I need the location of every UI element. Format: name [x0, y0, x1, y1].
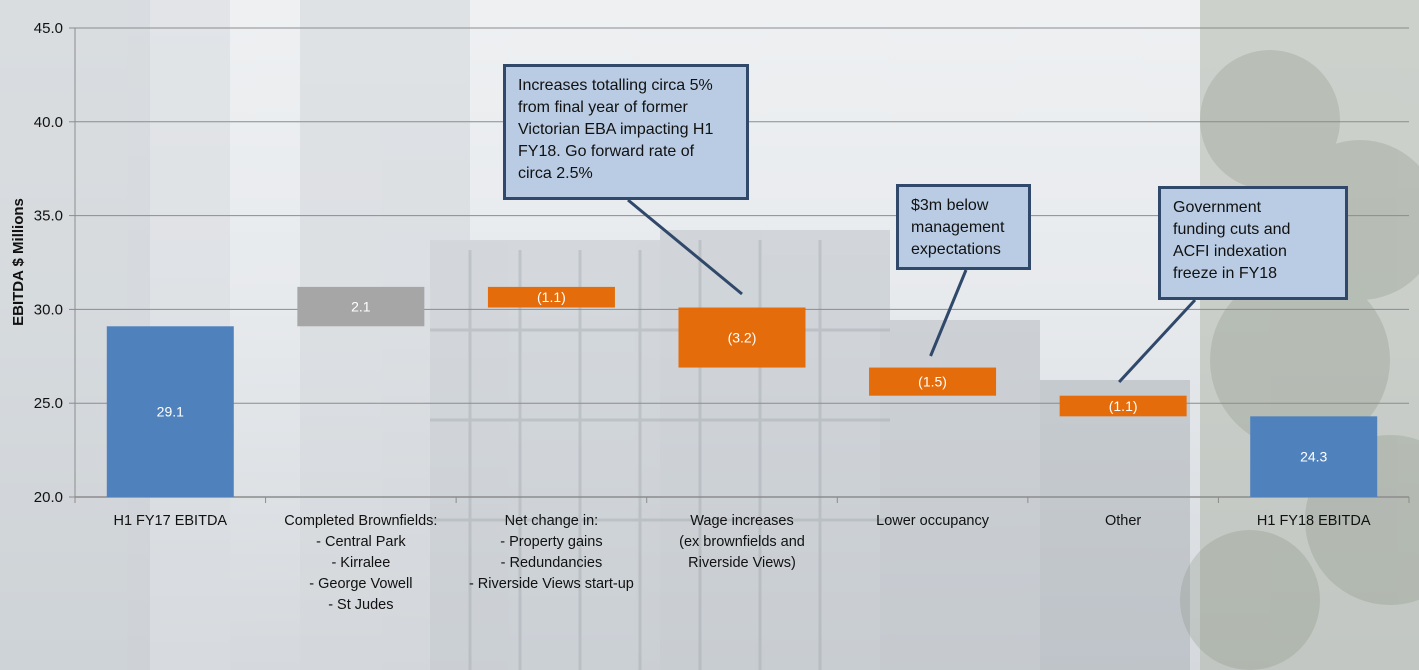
- y-tick-label: 20.0: [34, 489, 63, 506]
- x-category-label: Lower occupancy: [876, 513, 990, 529]
- callout-text-line: Government: [1173, 199, 1262, 216]
- callout-leader-line: [1118, 298, 1197, 384]
- x-category-label: - St Judes: [328, 597, 393, 613]
- x-category-label: Completed Brownfields:: [284, 513, 437, 529]
- bar-value-label: 24.3: [1300, 449, 1327, 465]
- bar-1: [106, 326, 234, 497]
- bars: 29.1 2.1 (1.1) (3.2) (1.5) (1.1) 24.3: [106, 286, 1378, 497]
- callout-box-1: Increases totalling circa 5% from final y…: [503, 64, 749, 200]
- x-category-label: - Property gains: [500, 534, 602, 550]
- bar-value-label: 2.1: [351, 299, 371, 315]
- bar-value-label: (1.1): [537, 289, 566, 305]
- y-tick-label: 45.0: [34, 20, 63, 37]
- callout-text-line: ACFI indexation: [1173, 243, 1287, 260]
- x-category-label: - George Vowell: [309, 576, 412, 592]
- y-tick-label: 25.0: [34, 395, 63, 412]
- x-category-label: H1 FY18 EBITDA: [1257, 513, 1371, 529]
- x-category-label: Riverside Views): [688, 555, 796, 571]
- callout-leader-line: [929, 269, 968, 357]
- callout-text-line: management: [911, 219, 1005, 236]
- callout-text-line: FY18. Go forward rate of: [518, 143, 695, 160]
- callout-text-line: from final year of former: [518, 99, 688, 116]
- x-category-label: Wage increases: [690, 513, 793, 529]
- y-axis-title: EBITDA $ Millions: [10, 198, 27, 326]
- bar-value-label: (1.1): [1109, 398, 1138, 414]
- y-tick-label: 40.0: [34, 114, 63, 131]
- callout-text-line: freeze in FY18: [1173, 265, 1278, 282]
- bar-7: [1250, 416, 1378, 497]
- bar-value-label: (1.5): [918, 374, 947, 390]
- bar-5: [869, 367, 997, 396]
- y-tick-label: 30.0: [34, 301, 63, 318]
- y-axis: 20.0 25.0 30.0 35.0 40.0 45.0: [34, 20, 76, 506]
- callout-text-line: funding cuts and: [1173, 221, 1291, 238]
- callout-text-line: circa 2.5%: [518, 165, 593, 182]
- callout-leaders: [627, 198, 1197, 384]
- callout-text-line: $3m below: [911, 197, 989, 214]
- bar-value-label: 29.1: [157, 404, 184, 420]
- callout-text-line: Victorian EBA impacting H1: [518, 121, 714, 138]
- x-category-label: (ex brownfields and: [679, 534, 805, 550]
- bar-value-label: (3.2): [728, 330, 757, 346]
- x-category-label: - Redundancies: [501, 555, 603, 571]
- x-category-label: - Central Park: [316, 534, 406, 550]
- x-category-label: Other: [1105, 513, 1141, 529]
- x-axis: H1 FY17 EBITDA Completed Brownfields: - Ce…: [74, 497, 1410, 613]
- bar-4: [678, 307, 806, 368]
- bar-6: [1059, 395, 1187, 417]
- y-tick-label: 35.0: [34, 208, 63, 225]
- callout-text-line: Increases totalling circa 5%: [518, 77, 713, 94]
- callout-leader-line: [627, 198, 743, 296]
- bar-3: [487, 286, 615, 308]
- callout-text-line: expectations: [911, 241, 1001, 258]
- callout-box-2: $3m below management expectations: [896, 184, 1031, 270]
- bar-2: [297, 286, 425, 327]
- x-category-label: Net change in:: [505, 513, 599, 529]
- x-category-label: - Riverside Views start-up: [469, 576, 634, 592]
- x-category-label: - Kirralee: [331, 555, 390, 571]
- x-category-label: H1 FY17 EBITDA: [113, 513, 227, 529]
